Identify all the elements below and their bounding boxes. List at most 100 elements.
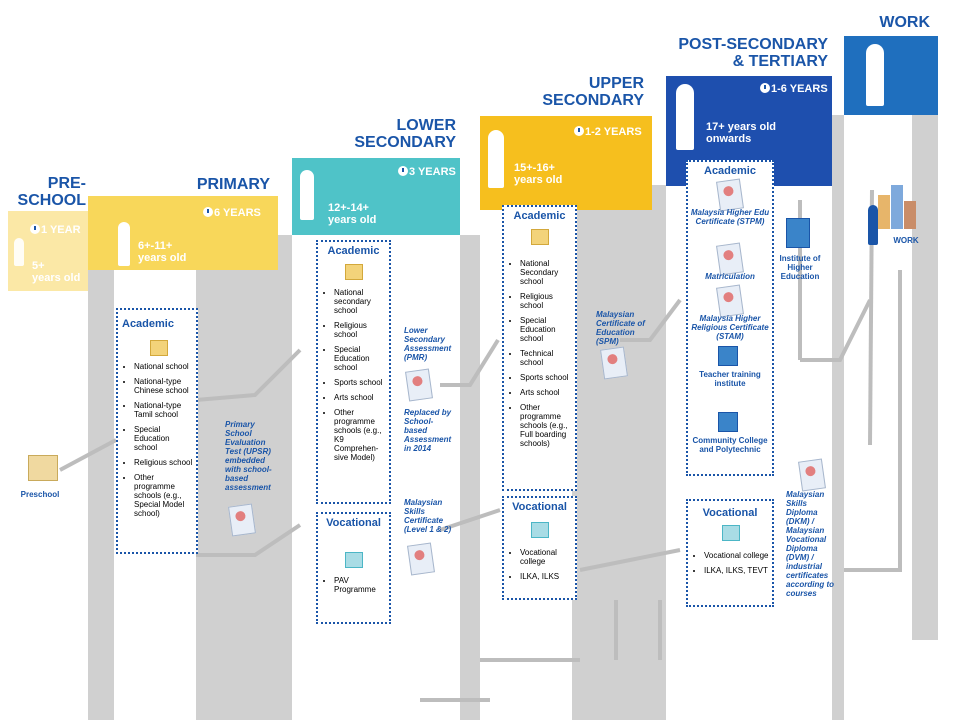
list-item: Technical school [520, 349, 572, 367]
post-academic-box: Academic Malaysia Higher Edu Certificate… [686, 160, 774, 476]
clock-icon [760, 83, 770, 93]
lower-academic-box: Academic National secondary schoolReligi… [316, 240, 391, 504]
upper-secondary-title: UPPER SECONDARY [542, 75, 644, 109]
list-item: Arts school [334, 393, 386, 402]
work-band [844, 36, 938, 115]
city-buildings-icon [878, 185, 916, 229]
list-item: Sports school [334, 378, 386, 387]
list-item: Vocational college [704, 551, 769, 560]
certificate-icon [716, 242, 744, 276]
upper-secondary-age: 15+-16+ years old [514, 162, 563, 186]
worker-figure-icon [866, 44, 884, 106]
list-item: National-type Tamil school [134, 401, 193, 419]
post-secondary-age: 17+ years old onwards [706, 121, 777, 145]
certificate-icon [600, 346, 628, 380]
primary-academic-list: National schoolNational-type Chinese sch… [124, 362, 193, 524]
worker-figure-icon [868, 205, 878, 245]
certificate-icon [716, 178, 744, 212]
list-item: National-type Chinese school [134, 377, 193, 395]
post-academic-item: Community College and Polytechnic [692, 436, 768, 454]
list-item: Other programme schools (e.g., Special M… [134, 473, 193, 518]
post-vocational-list: Vocational collegeILKA, ILKS, TEVT [694, 551, 769, 581]
list-item: Special Education school [334, 345, 386, 372]
university-building-icon [786, 218, 810, 248]
preschool-house-icon [28, 455, 58, 481]
college-building-icon [718, 412, 738, 432]
upsr-assessment: Primary School Evaluation Test (UPSR) em… [225, 420, 272, 492]
box-title: Academic [327, 245, 380, 257]
list-item: Religious school [520, 292, 572, 310]
work-label: WORK [893, 236, 919, 245]
list-item: Other programme schools (e.g., Full boar… [520, 403, 572, 448]
clock-icon [203, 207, 213, 217]
primary-academic-box: Academic National schoolNational-type Ch… [116, 308, 198, 554]
box-title: Vocational [702, 507, 758, 519]
post-academic-item: Matriculation [705, 272, 755, 281]
student-figure-icon [118, 222, 130, 266]
clock-icon [30, 224, 40, 234]
preschool-duration: 1 YEAR [30, 224, 81, 236]
box-title: Academic [122, 318, 174, 330]
preschool-label: Preschool [20, 490, 60, 499]
post-academic-item: Teacher training institute [699, 370, 761, 388]
list-item: Special Education school [134, 425, 193, 452]
vocational-building-icon [722, 525, 740, 541]
school-icon [150, 340, 168, 356]
institute-label: Institute of Higher Education [779, 254, 821, 281]
school-icon [345, 264, 363, 280]
certificate-icon [716, 284, 744, 318]
clock-icon [398, 166, 408, 176]
list-item: National Secondary school [520, 259, 572, 286]
list-item: National secondary school [334, 288, 386, 315]
school-icon [531, 229, 549, 245]
certificate-icon [407, 542, 435, 576]
pmr-assessment: Lower Secondary Assessment (PMR) [404, 326, 452, 362]
lower-secondary-title: LOWER SECONDARY [354, 117, 456, 151]
lower-academic-list: National secondary schoolReligious schoo… [324, 288, 386, 468]
list-item: ILKA, ILKS, TEVT [704, 566, 769, 575]
box-title: Academic [704, 165, 756, 177]
lower-secondary-age: 12+-14+ years old [328, 202, 377, 226]
list-item: PAV Programme [334, 576, 386, 594]
upper-secondary-band [480, 116, 652, 210]
upper-secondary-duration: 1-2 YEARS [574, 126, 642, 138]
upper-academic-list: National Secondary schoolReligious schoo… [510, 259, 572, 454]
vocational-building-icon [531, 522, 549, 538]
certificate-icon [405, 368, 433, 402]
post-secondary-duration: 1-6 YEARS [760, 83, 828, 95]
list-item: Religious school [134, 458, 193, 467]
student-figure-icon [488, 130, 504, 188]
lower-vocational-box: Vocational PAV Programme [316, 512, 391, 624]
primary-title: PRIMARY [196, 176, 270, 193]
lower-secondary-duration: 3 YEARS [398, 166, 456, 178]
work-title: WORK [879, 14, 930, 31]
post-secondary-title: POST-SECONDARY & TERTIARY [678, 36, 828, 70]
primary-age: 6+-11+ years old [138, 240, 187, 264]
list-item: Religious school [334, 321, 386, 339]
preschool-title: PRE- SCHOOL [17, 175, 86, 209]
box-title: Academic [513, 210, 566, 222]
diploma-text: Malaysian Skills Diploma (DKM) / Malaysi… [786, 490, 835, 598]
skills-certificate: Malaysian Skills Certificate (Level 1 & … [404, 498, 452, 534]
list-item: Vocational college [520, 548, 572, 566]
pmr-note: Replaced by School-based Assessment in 2… [404, 408, 452, 453]
student-figure-icon [14, 238, 24, 266]
list-item: Other programme schools (e.g., K9 Compre… [334, 408, 386, 462]
upper-vocational-list: Vocational collegeILKA, ILKS [510, 548, 572, 587]
certificate-icon [798, 458, 826, 492]
list-item: Sports school [520, 373, 572, 382]
certificate-icon [228, 503, 256, 537]
box-title: Vocational [326, 517, 381, 529]
list-item: Special Education school [520, 316, 572, 343]
post-vocational-box: Vocational Vocational collegeILKA, ILKS,… [686, 499, 774, 607]
preschool-age: 5+ years old [32, 260, 81, 284]
vocational-building-icon [345, 552, 363, 568]
list-item: National school [134, 362, 193, 371]
list-item: Arts school [520, 388, 572, 397]
primary-duration: 6 YEARS [203, 207, 261, 219]
student-figure-icon [300, 170, 314, 220]
college-building-icon [718, 346, 738, 366]
upper-vocational-box: Vocational Vocational collegeILKA, ILKS [502, 496, 577, 600]
post-academic-item: Malaysia Higher Edu Certificate (STPM) [690, 208, 770, 226]
student-figure-icon [676, 84, 694, 150]
